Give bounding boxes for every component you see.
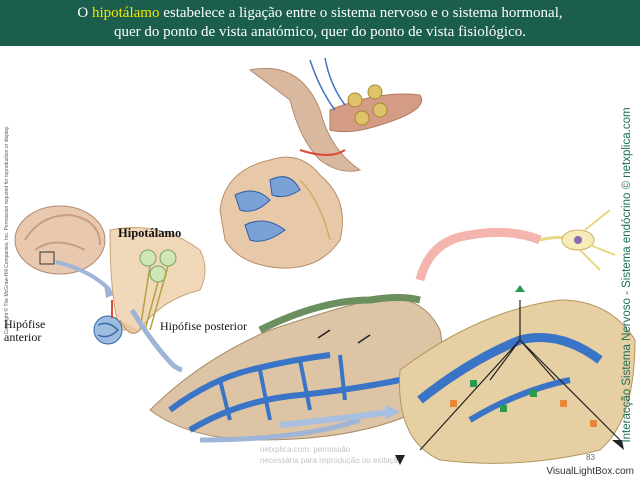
- tissue-panel: [149, 294, 443, 443]
- illustration: [14, 57, 636, 465]
- left-diagram: [93, 227, 206, 373]
- title-banner: O hipotálamo estabelece a ligação entre …: [0, 0, 640, 46]
- label-hipofise-anterior: Hipófise anterior: [4, 317, 46, 344]
- title-line-2: quer do ponto de vista anatómico, quer d…: [113, 24, 526, 40]
- side-credit: Interacção Sistema Nervoso - Sistema end…: [621, 107, 633, 443]
- label-hipofise-posterior: Hipófise posterior: [160, 319, 247, 333]
- faint-watermark: netxplica.com: permissão necessária para…: [260, 445, 403, 465]
- brain-inset: [14, 205, 116, 298]
- top-pituitary: [219, 57, 423, 269]
- highlight-hipotalamo: hipotálamo: [91, 5, 160, 21]
- label-hipotalamo: Hipotálamo: [118, 226, 182, 240]
- watermark-credit: VisualLightBox.com: [546, 466, 634, 477]
- capillary-panel: [395, 285, 636, 465]
- title-line-1: O hipotálamo estabelece a ligação entre …: [77, 5, 563, 21]
- page-number: 83: [586, 453, 595, 462]
- connecting-arrows: [279, 405, 400, 428]
- neuron: [415, 209, 616, 282]
